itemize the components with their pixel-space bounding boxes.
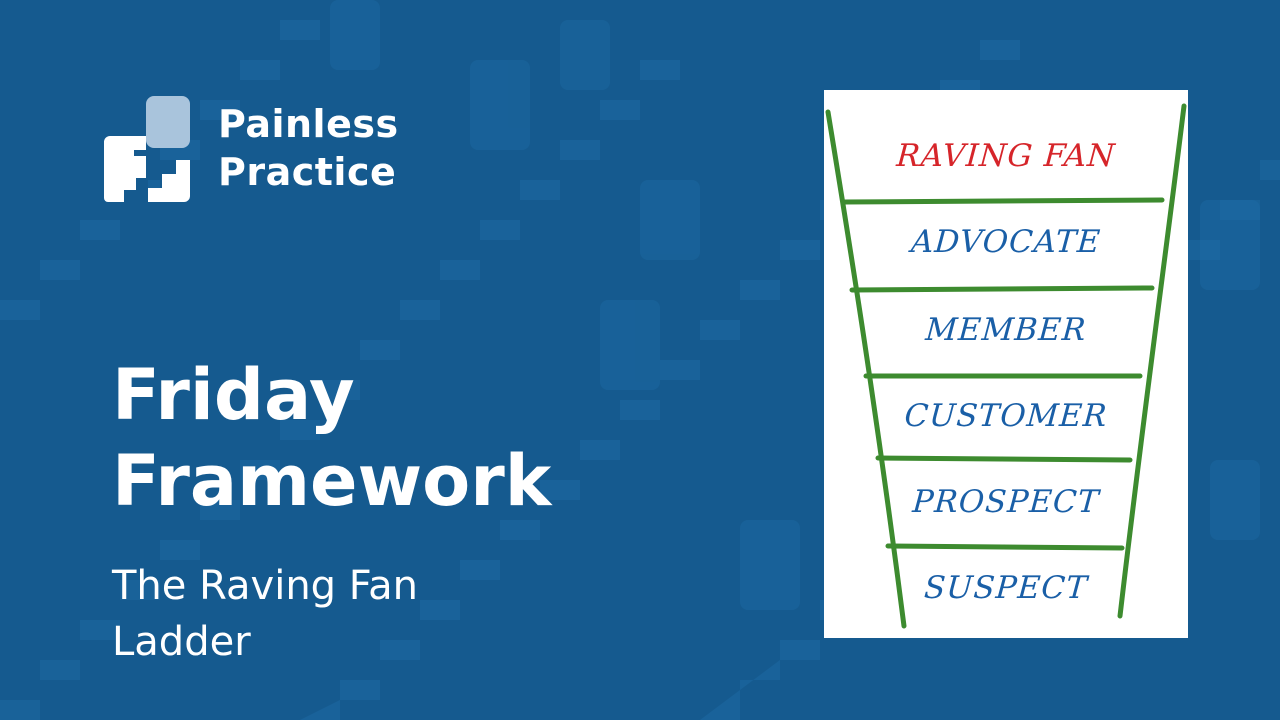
title-line2: Framework <box>112 440 552 522</box>
rung-label-suspect: SUSPECT <box>922 570 1089 606</box>
rung-label-advocate: ADVOCATE <box>909 224 1103 260</box>
page-title: Friday Framework <box>112 352 551 524</box>
ladder-icon <box>825 103 1187 629</box>
brand-name: Painless Practice <box>218 100 399 196</box>
raving-fan-ladder-illustration: RAVING FAN ADVOCATE MEMBER CUSTOMER PROS… <box>824 90 1188 638</box>
page-subtitle: The Raving Fan Ladder <box>112 558 418 670</box>
subtitle-line2: Ladder <box>112 619 251 665</box>
rung-label-raving-fan: RAVING FAN <box>895 138 1117 174</box>
rung-label-member: MEMBER <box>924 312 1088 348</box>
title-line1: Friday <box>112 354 355 436</box>
rung-label-prospect: PROSPECT <box>911 484 1101 520</box>
painless-practice-logo[interactable]: Painless Practice <box>104 96 424 206</box>
stairs-logo-icon <box>104 96 190 202</box>
brand-name-line2: Practice <box>218 150 397 194</box>
rung-label-customer: CUSTOMER <box>903 398 1109 434</box>
subtitle-line1: The Raving Fan <box>112 563 418 609</box>
brand-name-line1: Painless <box>218 102 399 146</box>
